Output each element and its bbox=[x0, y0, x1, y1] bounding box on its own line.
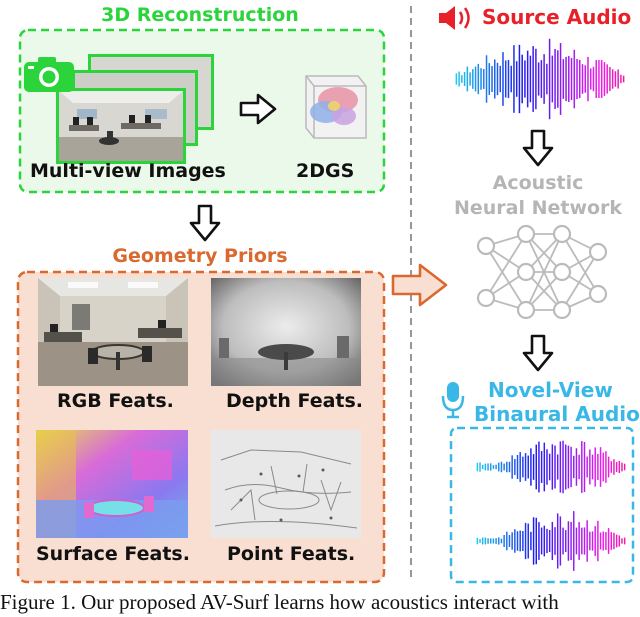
surface-feats-label: Surface Feats. bbox=[36, 543, 190, 565]
priors-title: Geometry Priors bbox=[112, 245, 288, 267]
network-label-line2: Neural Network bbox=[453, 197, 623, 219]
source-waveform bbox=[455, 38, 625, 120]
neural-network-icon bbox=[476, 224, 608, 320]
source-audio-label: Source Audio bbox=[482, 5, 632, 29]
camera-icon bbox=[22, 54, 78, 94]
2dgs-cube-icon bbox=[286, 66, 372, 150]
down-arrow-icon bbox=[521, 333, 555, 377]
down-arrow-icon bbox=[521, 128, 555, 172]
novel-view-label-line2: Binaural Audio bbox=[474, 402, 640, 426]
office-photo bbox=[56, 88, 186, 164]
surface-feature-image bbox=[36, 430, 188, 538]
network-label-line1: Acoustic bbox=[492, 172, 584, 194]
down-arrow-icon bbox=[188, 203, 222, 247]
binaural-right-waveform bbox=[476, 511, 626, 571]
rgb-feats-label: RGB Feats. bbox=[57, 390, 174, 412]
binaural-left-waveform bbox=[476, 440, 626, 494]
right-arrow-icon bbox=[238, 92, 278, 130]
point-feats-label: Point Feats. bbox=[227, 543, 356, 565]
novel-view-label-line1: Novel-View bbox=[488, 378, 613, 402]
speaker-icon bbox=[436, 3, 478, 37]
depth-feats-label: Depth Feats. bbox=[226, 390, 364, 412]
2dgs-label: 2DGS bbox=[296, 160, 355, 182]
figure-caption: Figure 1. Our proposed AV-Surf learns ho… bbox=[0, 590, 559, 614]
point-feature-image bbox=[211, 430, 361, 538]
priors-to-network-arrow-icon bbox=[390, 262, 450, 312]
depth-feature-image bbox=[211, 278, 361, 386]
microphone-icon bbox=[440, 380, 466, 424]
recon-title: 3D Reconstruction bbox=[101, 4, 299, 26]
multiview-images-label: Multi-view Images bbox=[30, 160, 226, 182]
rgb-feature-image bbox=[38, 278, 188, 386]
